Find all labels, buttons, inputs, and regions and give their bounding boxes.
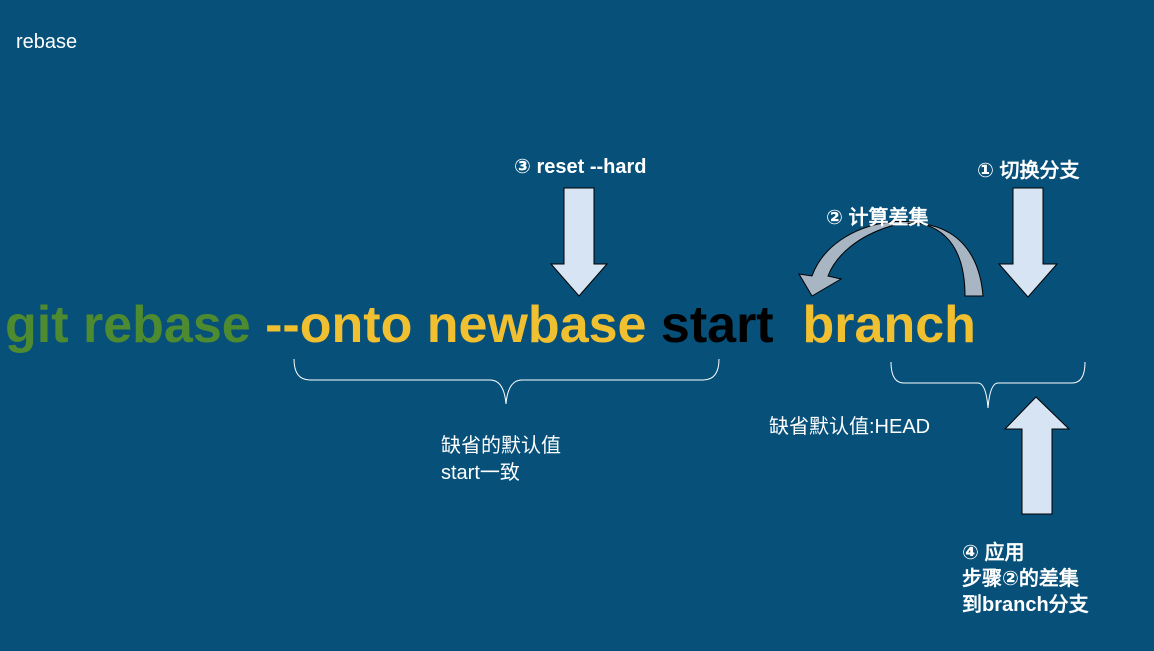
cmd-onto-newbase: --onto newbase (265, 296, 647, 354)
git-command: git rebase --onto newbase start branch (5, 294, 976, 356)
step1-label: ① 切换分支 (977, 160, 1080, 182)
step4-label-line1: ④ 应用 (962, 542, 1025, 564)
step2-label: ② 计算差集 (826, 207, 929, 229)
up-arrow-apply (1003, 396, 1071, 515)
cmd-branch: branch (802, 296, 976, 354)
brace-branch (890, 361, 1086, 409)
step4-label-line3: 到branch分支 (962, 594, 1089, 616)
step4-label-line2: 步骤②的差集 (962, 568, 1079, 590)
down-arrow-checkout (997, 187, 1059, 298)
branch-note: 缺省默认值:HEAD (769, 416, 931, 438)
curved-arrow-diff (798, 220, 984, 297)
brace-onto (293, 358, 720, 405)
onto-note-line1: 缺省的默认值 (441, 435, 561, 457)
step3-label: ③ reset --hard (514, 156, 647, 178)
cmd-git-rebase: git rebase (5, 296, 251, 354)
slide-title: rebase (16, 31, 78, 53)
onto-note-line2: start一致 (441, 462, 520, 484)
cmd-start: start (660, 296, 774, 354)
down-arrow-reset (549, 187, 609, 297)
